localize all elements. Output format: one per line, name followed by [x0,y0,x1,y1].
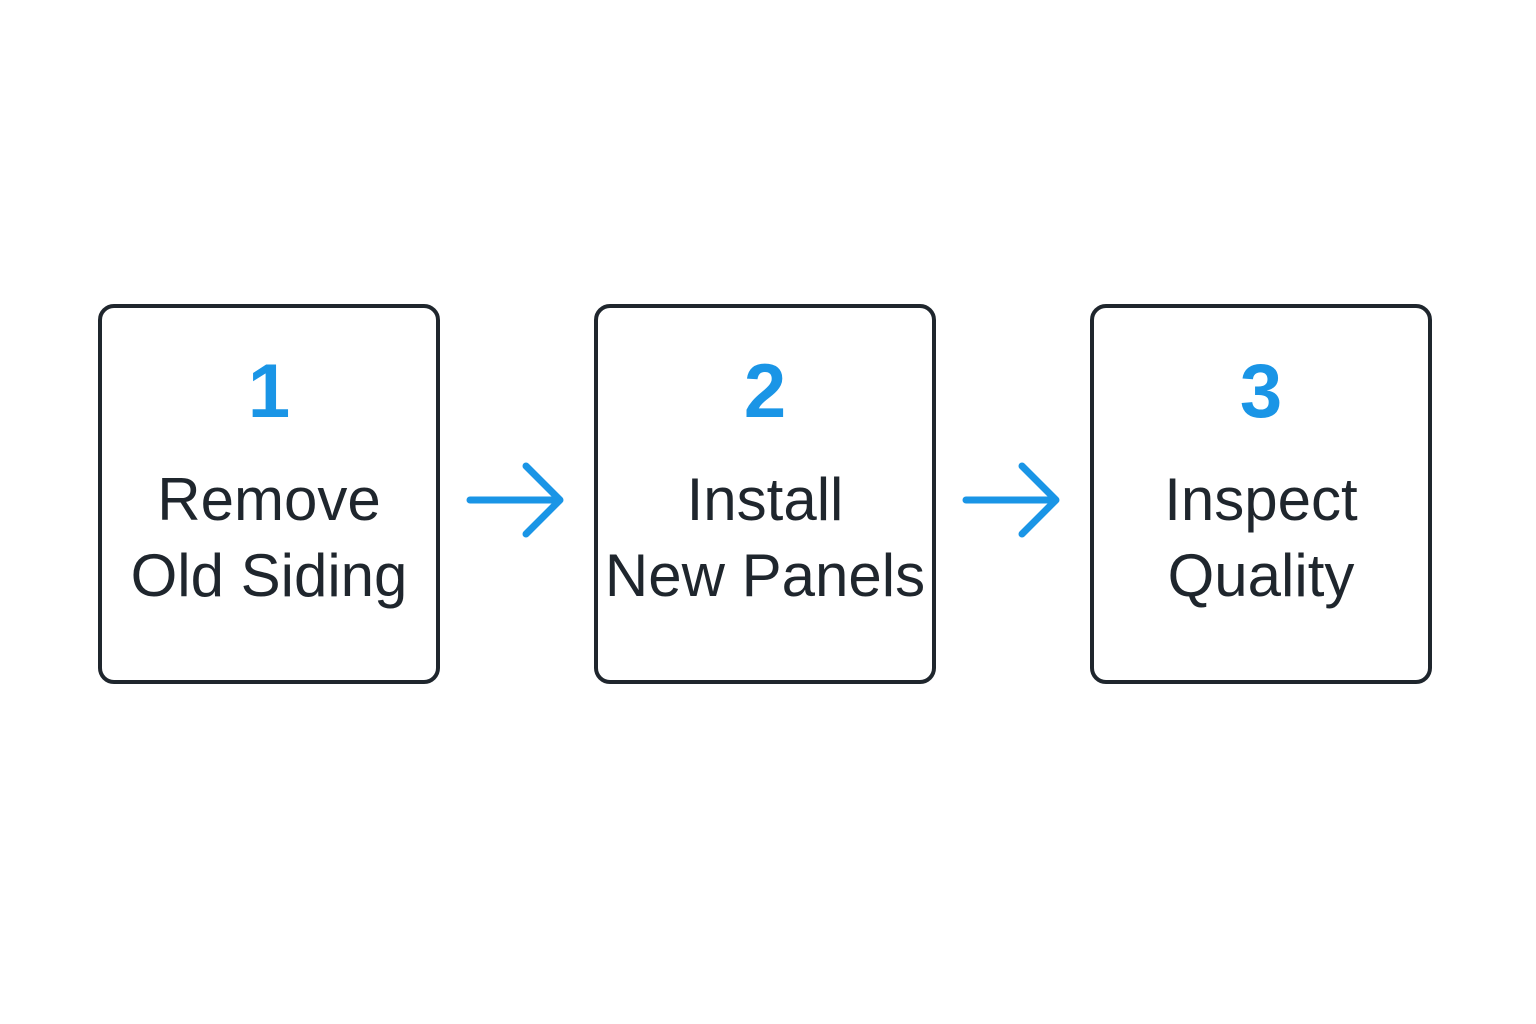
step-label: Remove Old Siding [102,462,436,614]
step-box-2: 2 Install New Panels [594,304,936,684]
step-label: Inspect Quality [1094,462,1428,614]
step-label-line1: Remove [157,466,381,533]
step-label-line2: New Panels [604,542,926,609]
step-box-1: 1 Remove Old Siding [98,304,440,684]
step-number: 1 [247,349,291,434]
step-label-line1: Install [686,466,844,533]
step-number: 3 [1239,349,1283,434]
arrow-right-icon [466,462,564,538]
step-label: Install New Panels [598,462,932,614]
step-label-line2: Old Siding [130,542,408,609]
step-number: 2 [743,349,787,434]
arrow-right-icon [962,462,1060,538]
step-label-line1: Inspect [1164,466,1358,533]
step-box-3: 3 Inspect Quality [1090,304,1432,684]
step-label-line2: Quality [1167,542,1355,609]
